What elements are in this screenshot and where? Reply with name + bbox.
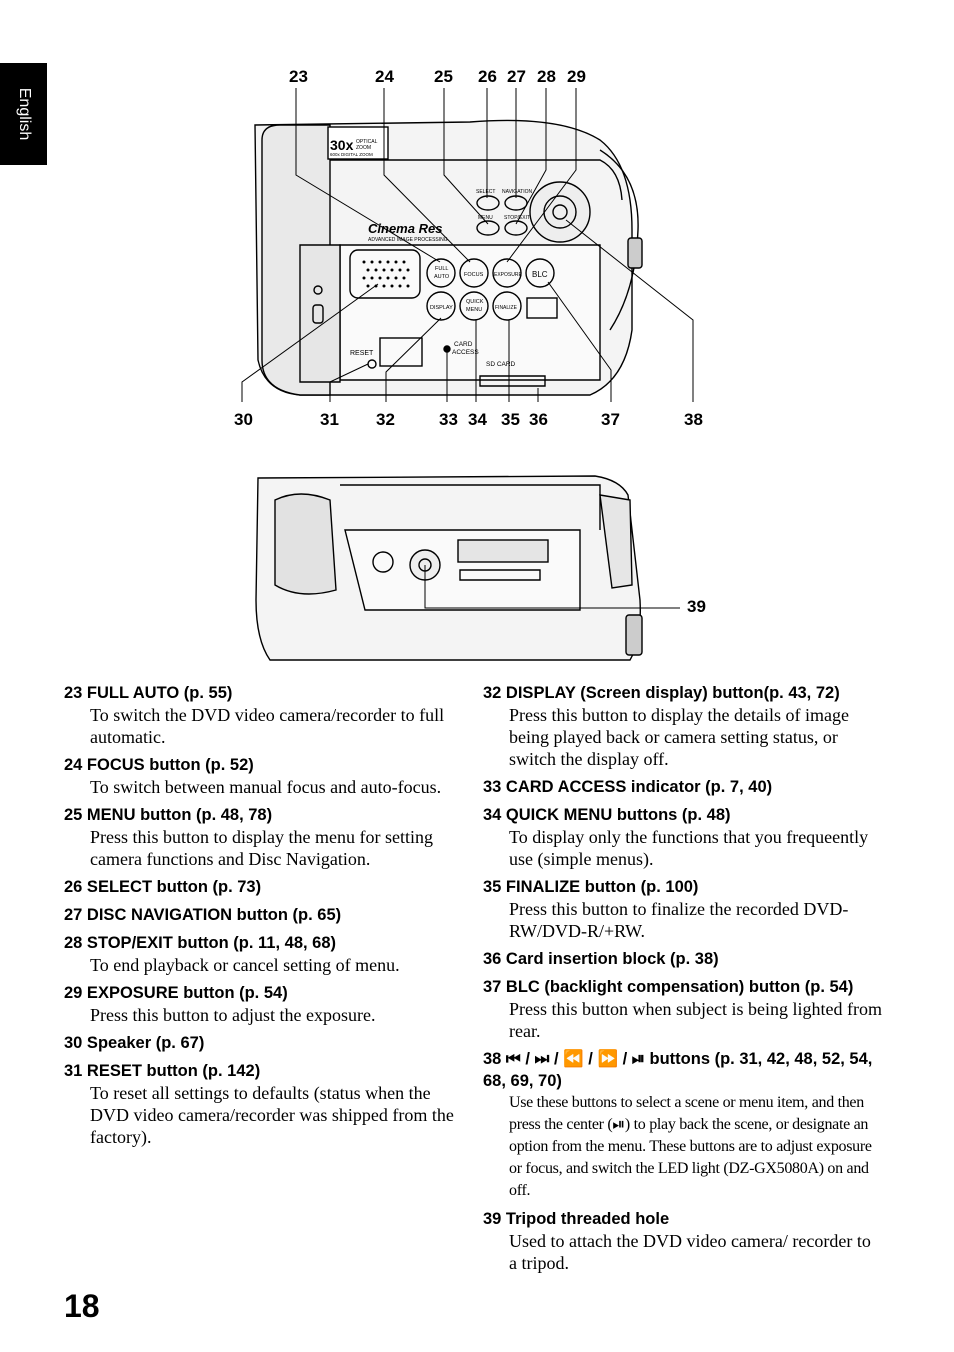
advanced-processing-text: ADVANCED IMAGE PROCESSING <box>368 237 448 243</box>
item-description: Press this button to display the menu fo… <box>90 827 433 869</box>
page-number: 18 <box>64 1288 100 1324</box>
callout-33: 33 <box>439 410 458 429</box>
camera-side-illustration: 30x OPTICAL ZOOM 600x DIGITAL ZOOM Cinem… <box>241 88 694 402</box>
item-heading: 30 Speaker (p. 67) <box>64 1034 205 1052</box>
reset-text: RESET <box>350 350 374 357</box>
access-text: ACCESS <box>452 349 479 356</box>
item-34: 34 QUICK MENU buttons (p. 48) To display… <box>483 804 883 870</box>
exposure-text: EXPOSURE <box>494 272 522 278</box>
item-27: 27 DISC NAVIGATION button (p. 65) <box>64 904 464 926</box>
full-text: FULL <box>435 266 448 272</box>
item-heading: 29 EXPOSURE button (p. 54) <box>64 984 288 1002</box>
callout-27: 27 <box>507 67 526 86</box>
item-description: To reset all settings to defaults (statu… <box>90 1083 454 1147</box>
cinema-res-logo: Cinema Res <box>368 221 442 236</box>
zoom-30x-text: 30x <box>330 137 354 153</box>
blc-text: BLC <box>532 270 548 279</box>
item-38: 38 ⏮ / ⏭ / ⏪ / ⏩ / ⏯ buttons (p. 31, 42,… <box>483 1048 883 1202</box>
item-heading: 33 CARD ACCESS indicator (p. 7, 40) <box>483 778 773 796</box>
navigation-text: NAVIGATION <box>502 189 532 195</box>
digital-zoom-text: 600x DIGITAL ZOOM <box>330 152 373 157</box>
item-heading: 27 DISC NAVIGATION button (p. 65) <box>64 906 342 924</box>
item-33: 33 CARD ACCESS indicator (p. 7, 40) <box>483 776 883 798</box>
item-heading: 35 FINALIZE button (p. 100) <box>483 878 699 896</box>
callout-30: 30 <box>234 410 253 429</box>
item-heading: 28 STOP/EXIT button (p. 11, 48, 68) <box>64 934 337 952</box>
stop-exit-text: STOP/EXIT <box>504 215 530 221</box>
item-heading: 26 SELECT button (p. 73) <box>64 878 262 896</box>
callout-36: 36 <box>529 410 548 429</box>
item-heading: 24 FOCUS button (p. 52) <box>64 756 254 774</box>
callout-24: 24 <box>375 67 394 86</box>
item-heading: 38 ⏮ / ⏭ / ⏪ / ⏩ / ⏯ buttons (p. 31, 42,… <box>483 1050 873 1090</box>
item-30: 30 Speaker (p. 67) <box>64 1032 464 1054</box>
language-tab: English <box>0 63 47 165</box>
quick-text: QUICK <box>466 299 484 305</box>
auto-text: AUTO <box>434 274 450 280</box>
item-29: 29 EXPOSURE button (p. 54) Press this bu… <box>64 982 464 1026</box>
callout-29: 29 <box>567 67 586 86</box>
item-26: 26 SELECT button (p. 73) <box>64 876 464 898</box>
item-heading: 23 FULL AUTO (p. 55) <box>64 684 233 702</box>
item-28: 28 STOP/EXIT button (p. 11, 48, 68) To e… <box>64 932 464 976</box>
item-25: 25 MENU button (p. 48, 78) Press this bu… <box>64 804 464 870</box>
callout-39: 39 <box>687 597 706 616</box>
callout-32: 32 <box>376 410 395 429</box>
focus-text: FOCUS <box>464 272 484 278</box>
item-description: Press this button when subject is being … <box>509 999 882 1041</box>
item-35: 35 FINALIZE button (p. 100) Press this b… <box>483 876 883 942</box>
callout-25: 25 <box>434 67 453 86</box>
item-24: 24 FOCUS button (p. 52) To switch betwee… <box>64 754 464 798</box>
finalize-text: FINALIZE <box>495 305 518 311</box>
item-heading: 37 BLC (backlight compensation) button (… <box>483 978 854 996</box>
item-39: 39 Tripod threaded hole Used to attach t… <box>483 1208 883 1274</box>
right-column: 32 DISPLAY (Screen display) button(p. 43… <box>483 682 883 1280</box>
item-36: 36 Card insertion block (p. 38) <box>483 948 883 970</box>
item-37: 37 BLC (backlight compensation) button (… <box>483 976 883 1042</box>
optical-text: OPTICAL <box>356 139 378 145</box>
item-heading: 34 QUICK MENU buttons (p. 48) <box>483 806 731 824</box>
item-description: Used to attach the DVD video camera/ rec… <box>509 1231 871 1273</box>
callout-34: 34 <box>468 410 487 429</box>
quick-menu-text: MENU <box>466 307 482 313</box>
callout-26: 26 <box>478 67 497 86</box>
item-description: Press this button to display the details… <box>509 705 849 769</box>
item-description: Press this button to adjust the exposure… <box>90 1005 376 1025</box>
item-23: 23 FULL AUTO (p. 55) To switch the DVD v… <box>64 682 464 748</box>
item-heading: 36 Card insertion block (p. 38) <box>483 950 719 968</box>
item-description: To switch the DVD video camera/recorder … <box>90 705 445 747</box>
callout-35: 35 <box>501 410 520 429</box>
menu-top-text: MENU <box>478 215 493 221</box>
callout-28: 28 <box>537 67 556 86</box>
item-heading: 39 Tripod threaded hole <box>483 1210 670 1228</box>
item-31: 31 RESET button (p. 142) To reset all se… <box>64 1060 464 1148</box>
callout-23: 23 <box>289 67 308 86</box>
card-text: CARD <box>454 341 473 348</box>
camera-bottom-illustration <box>255 475 680 661</box>
left-column: 23 FULL AUTO (p. 55) To switch the DVD v… <box>64 682 464 1154</box>
item-description: To end playback or cancel setting of men… <box>90 955 400 975</box>
sd-card-text: SD CARD <box>486 361 516 368</box>
item-32: 32 DISPLAY (Screen display) button(p. 43… <box>483 682 883 770</box>
item-heading: 25 MENU button (p. 48, 78) <box>64 806 273 824</box>
item-description: To switch between manual focus and auto-… <box>90 777 442 797</box>
zoom-text: ZOOM <box>356 145 371 151</box>
item-description: To display only the functions that you f… <box>509 827 869 869</box>
callout-31: 31 <box>320 410 339 429</box>
callout-37: 37 <box>601 410 620 429</box>
display-text: DISPLAY <box>430 305 453 311</box>
item-heading: 32 DISPLAY (Screen display) button(p. 43… <box>483 684 840 702</box>
item-description: Use these buttons to select a scene or m… <box>509 1094 872 1199</box>
item-description: Press this button to finalize the record… <box>509 899 849 941</box>
callout-38: 38 <box>684 410 703 429</box>
item-heading: 31 RESET button (p. 142) <box>64 1062 261 1080</box>
select-text: SELECT <box>476 189 495 195</box>
